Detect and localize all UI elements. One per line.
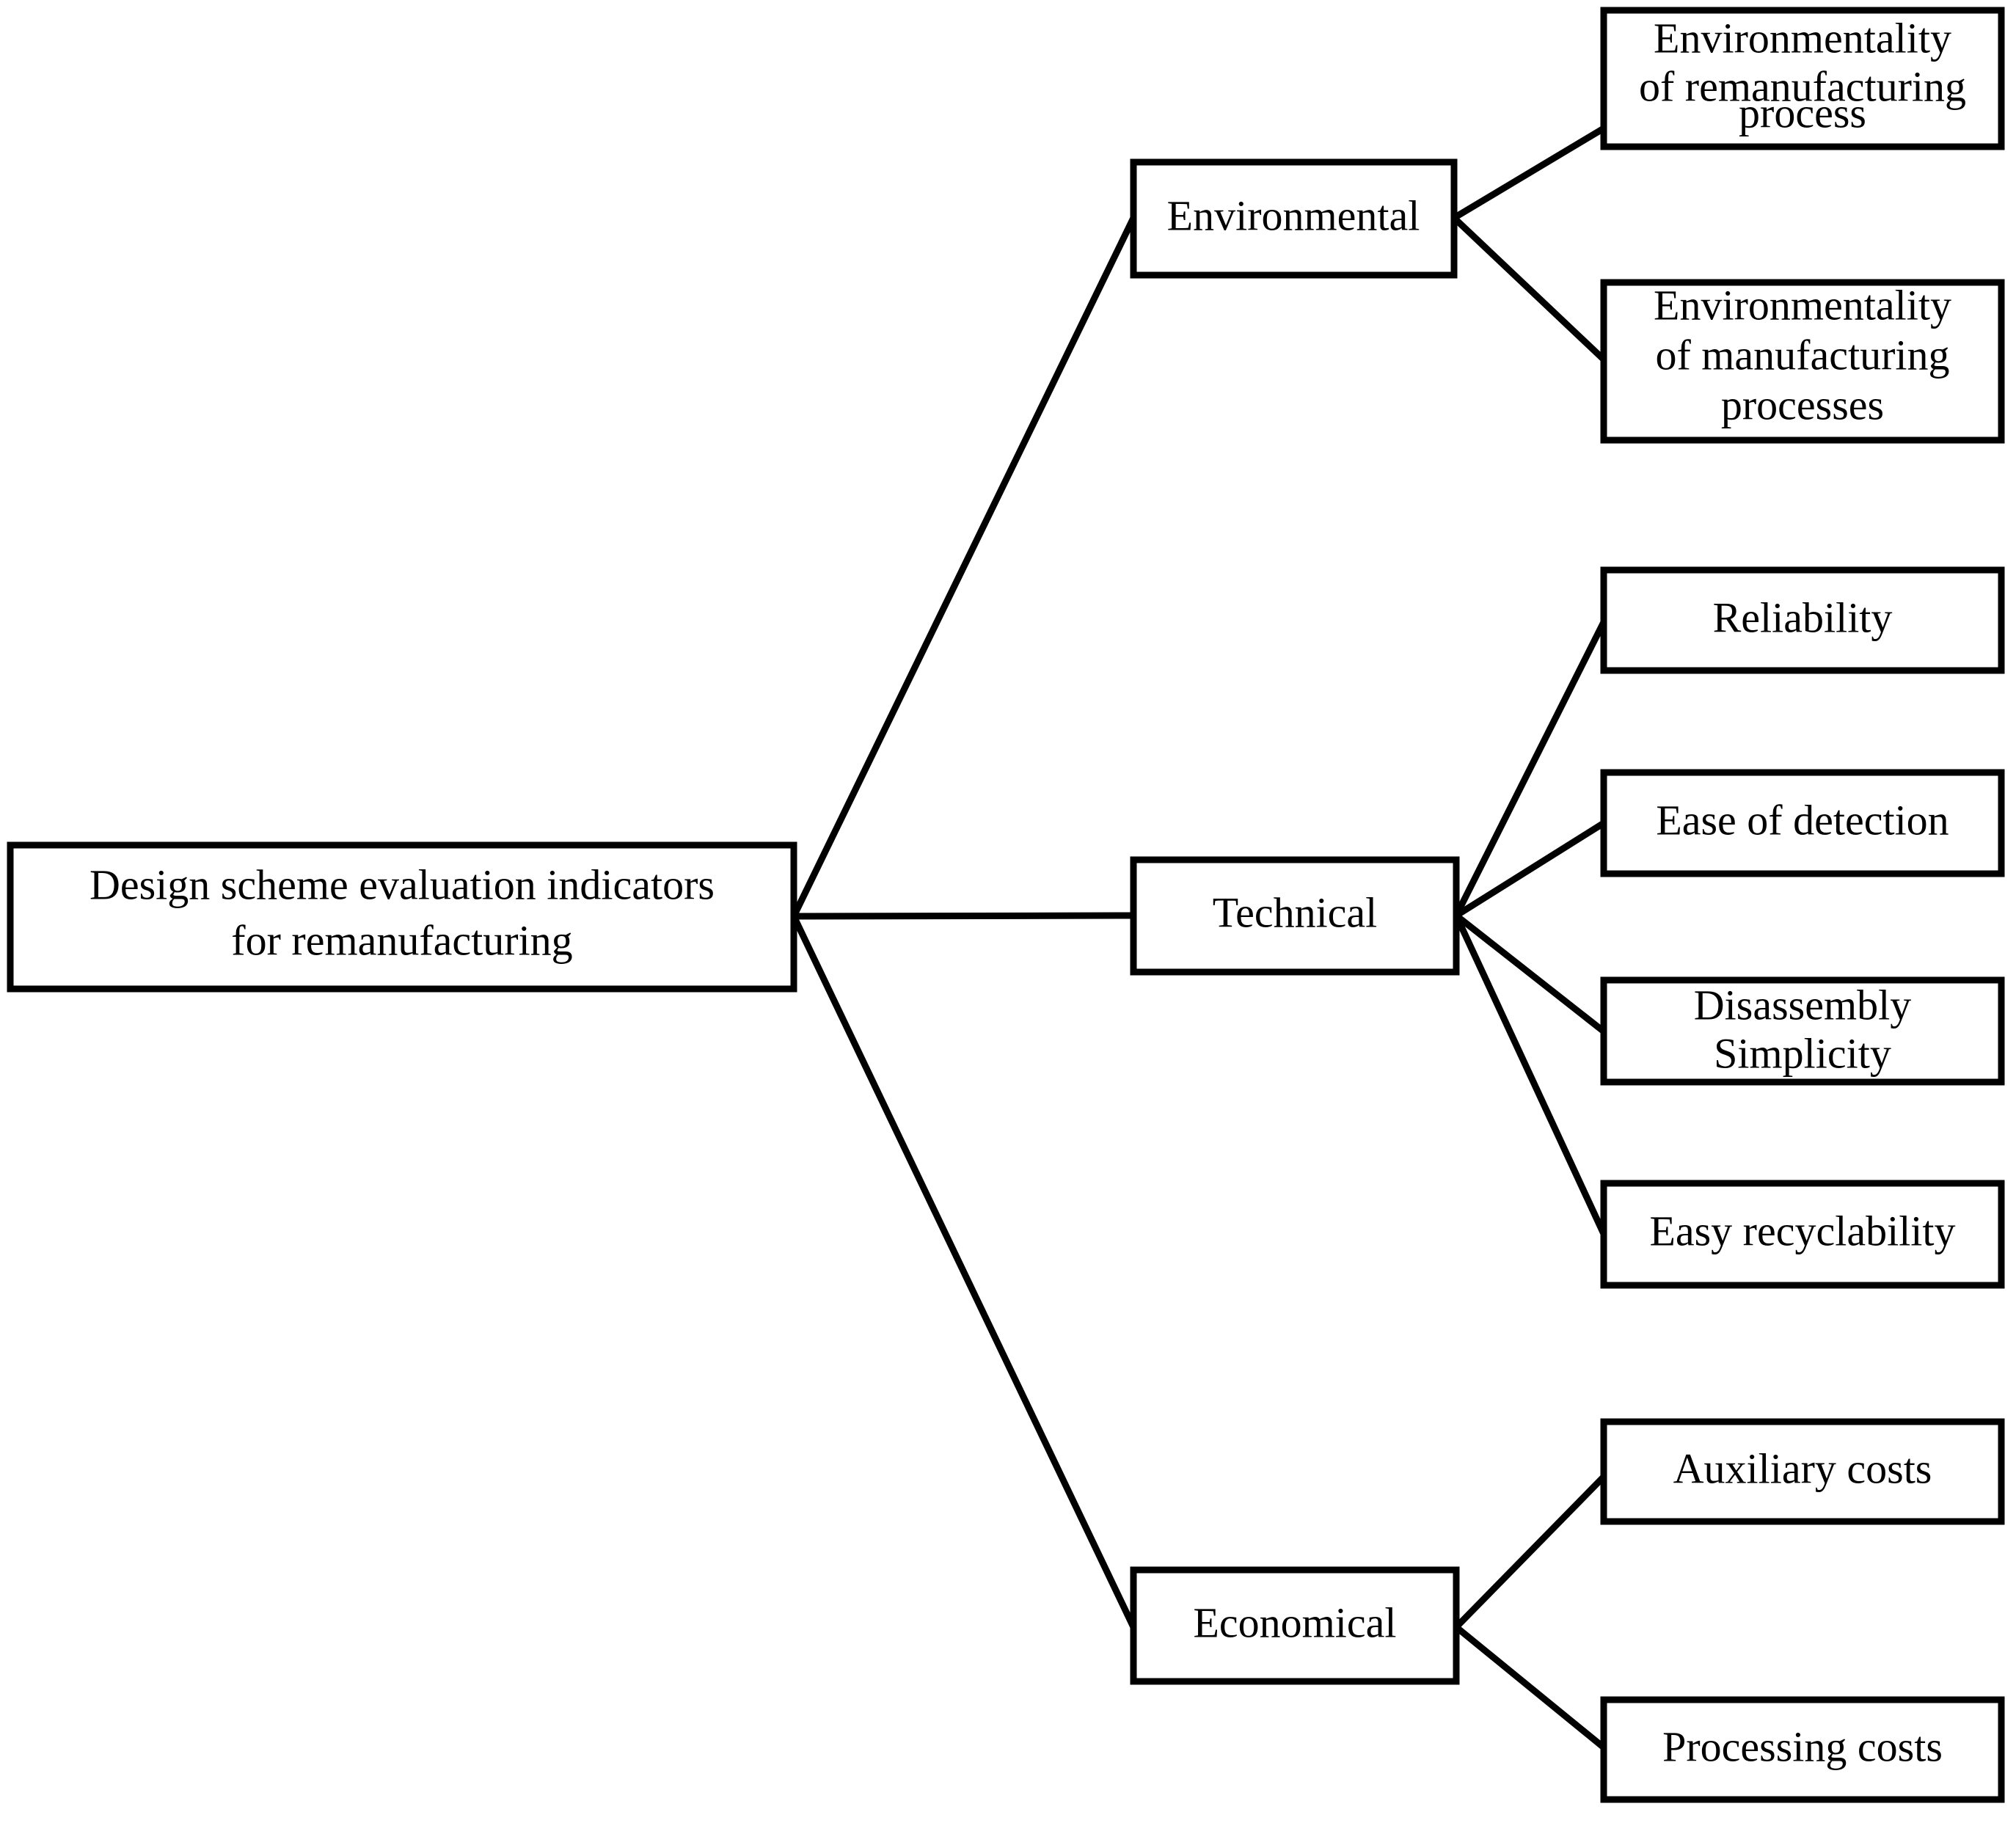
- node-disassembly-simplicity[interactable]: Disassembly Simplicity: [1600, 976, 2005, 1086]
- node-auxiliary-costs-box[interactable]: [1600, 1418, 2005, 1525]
- node-ease-of-detection-label: Ease of detection: [1656, 796, 1949, 844]
- node-processing-costs[interactable]: Processing costs: [1600, 1696, 2005, 1803]
- node-env-manufacturing-label-line2: of manufacturing: [1655, 331, 1949, 379]
- connector-technical-to-easy-recyclability: [1453, 914, 1607, 1235]
- node-auxiliary-costs[interactable]: Auxiliary costs: [1600, 1418, 2005, 1525]
- node-root-label-line2: for remanufacturing: [231, 916, 572, 964]
- node-disassembly-simplicity-label-line1: Disassembly: [1694, 981, 1911, 1029]
- node-root-box[interactable]: [7, 841, 797, 993]
- connector-group-environmental: [1451, 125, 1607, 362]
- node-reliability-label: Reliability: [1713, 593, 1893, 641]
- node-ease-of-detection[interactable]: Ease of detection: [1600, 769, 2005, 877]
- node-env-remanufacturing-label-line1: Environmentality: [1654, 14, 1951, 62]
- node-env-manufacturing[interactable]: Environmentality of manufacturing proces…: [1600, 279, 2005, 444]
- node-technical-box[interactable]: [1130, 856, 1460, 976]
- connector-root-to-environmental: [790, 216, 1137, 918]
- node-env-remanufacturing-label-line3: process: [1739, 89, 1866, 136]
- node-disassembly-simplicity-box[interactable]: [1600, 976, 2005, 1086]
- node-disassembly-simplicity-label-line2: Simplicity: [1714, 1029, 1891, 1077]
- connector-group-root: [790, 216, 1137, 1629]
- node-root-label-line1: Design scheme evaluation indicators: [90, 861, 715, 908]
- connector-technical-to-disassembly-simplicity: [1454, 913, 1606, 1034]
- node-easy-recyclability-box[interactable]: [1600, 1180, 2005, 1289]
- connector-group-technical: [1453, 620, 1607, 1235]
- node-environmental[interactable]: Environmental: [1130, 158, 1458, 279]
- node-env-remanufacturing-label-line2: of remanufacturing: [1639, 62, 1966, 110]
- connector-technical-to-reliability: [1453, 620, 1607, 918]
- node-technical-label: Technical: [1213, 888, 1378, 936]
- node-processing-costs-label: Processing costs: [1662, 1722, 1943, 1770]
- node-env-manufacturing-label-line1: Environmentality: [1654, 281, 1951, 329]
- node-easy-recyclability-label: Easy recyclability: [1649, 1207, 1955, 1254]
- node-reliability[interactable]: Reliability: [1600, 566, 2005, 674]
- node-root[interactable]: Design scheme evaluation indicators for …: [7, 841, 797, 993]
- connector-economical-to-auxiliary-costs: [1453, 1474, 1607, 1630]
- node-env-remanufacturing-box[interactable]: [1600, 7, 2005, 150]
- node-economical[interactable]: Economical: [1130, 1566, 1460, 1685]
- connector-environmental-to-env-manufacturing: [1451, 215, 1607, 362]
- node-auxiliary-costs-label: Auxiliary costs: [1673, 1444, 1932, 1492]
- node-env-manufacturing-label-line3: processes: [1721, 381, 1884, 428]
- node-processing-costs-box[interactable]: [1600, 1696, 2005, 1803]
- connector-group-economical: [1453, 1474, 1607, 1750]
- node-easy-recyclability[interactable]: Easy recyclability: [1600, 1180, 2005, 1289]
- connector-economical-to-processing-costs: [1454, 1624, 1606, 1750]
- node-reliability-box[interactable]: [1600, 566, 2005, 674]
- node-ease-of-detection-box[interactable]: [1600, 769, 2005, 877]
- node-economical-box[interactable]: [1130, 1566, 1460, 1685]
- node-environmental-box[interactable]: [1130, 158, 1458, 279]
- node-env-manufacturing-box[interactable]: [1600, 279, 2005, 444]
- node-technical[interactable]: Technical: [1130, 856, 1460, 976]
- connector-environmental-to-env-remanufacturing: [1452, 125, 1606, 221]
- connector-root-to-economical: [790, 915, 1137, 1629]
- node-economical-label: Economical: [1193, 1599, 1396, 1646]
- node-env-remanufacturing[interactable]: Environmentality of remanufacturing proc…: [1600, 7, 2005, 150]
- connector-technical-to-ease-of-detection: [1454, 820, 1606, 918]
- node-environmental-label: Environmental: [1167, 191, 1420, 239]
